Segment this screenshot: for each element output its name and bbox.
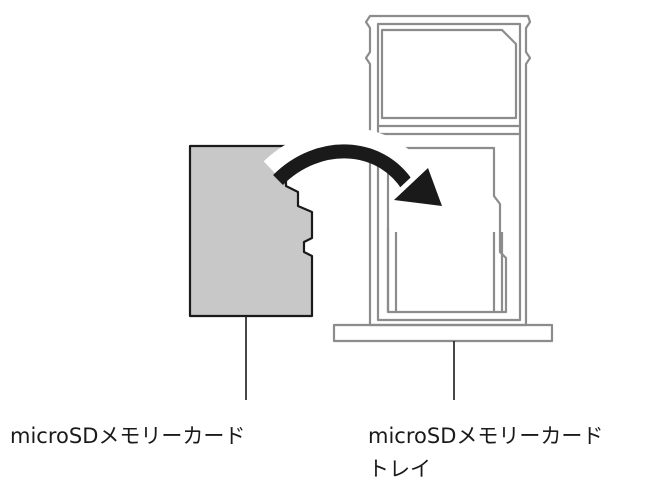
tray-bottom-bar xyxy=(332,323,554,343)
microsd-slot xyxy=(386,146,508,314)
tray-upper-pocket xyxy=(380,28,518,120)
tray-label: microSDメモリーカード トレイ xyxy=(368,420,603,486)
tray-inner-frame xyxy=(376,22,522,322)
card-label: microSDメモリーカード xyxy=(10,424,246,448)
tray-label-line-1: microSDメモリーカード xyxy=(368,424,604,448)
microsd-tray xyxy=(332,14,554,343)
tray-label-line-2: トレイ xyxy=(368,457,431,481)
curved-arrow-right-icon xyxy=(263,127,447,211)
